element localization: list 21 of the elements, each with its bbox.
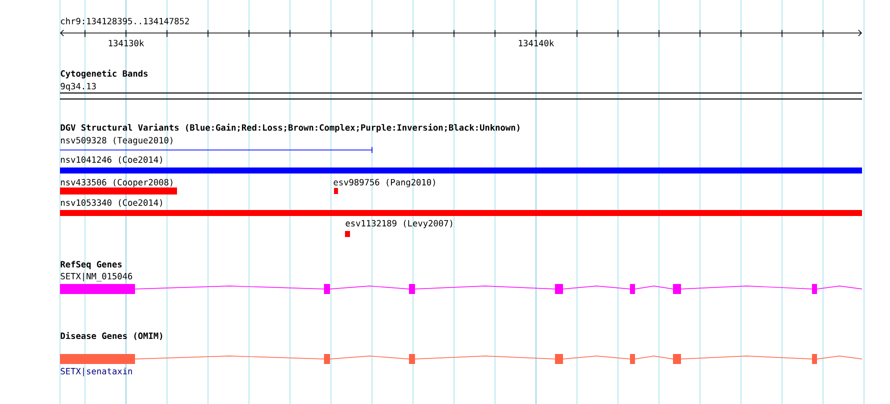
- gene-model: SETX|senataxin: [60, 354, 862, 376]
- track-title: Cytogenetic Bands: [60, 70, 148, 78]
- tick-label: 134140k: [518, 40, 554, 46]
- node-label: nsv1053340 (Coe2014): [61, 199, 162, 207]
- variant-bar: esv1132189 (Levy2007): [345, 220, 452, 237]
- node-label: nsv1041246 (Coe2014): [61, 156, 162, 164]
- variant-bar: nsv1053340 (Coe2014): [60, 199, 862, 216]
- tick-label: 134130k: [108, 40, 144, 46]
- node-label: nsv433506 (Cooper2008): [61, 178, 172, 188]
- variant-line: nsv509328 (Teague2010): [60, 136, 372, 154]
- node-label: esv989756 (Pang2010): [334, 178, 435, 188]
- node-label: esv1132189 (Levy2007): [346, 220, 452, 228]
- band-label: 9q34.13: [60, 82, 96, 92]
- variant-bar: nsv433506 (Cooper2008): [60, 178, 177, 194]
- node-label: SETX|senataxin: [60, 368, 132, 376]
- gene-model: SETX|NM_015046: [60, 272, 862, 294]
- variant-bar: esv989756 (Pang2010): [334, 178, 435, 194]
- coord-label: chr9:134128395..134147852: [61, 18, 189, 24]
- node-label: SETX|NM_015046: [60, 272, 132, 282]
- variant-bar: nsv1041246 (Coe2014): [60, 156, 862, 174]
- track-title: Disease Genes (OMIM): [60, 332, 162, 340]
